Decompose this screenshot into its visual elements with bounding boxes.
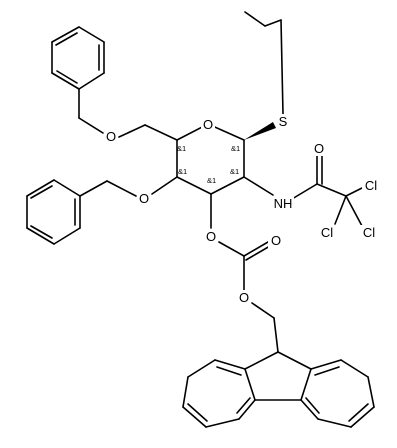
- fluorene-left-ring: [182, 359, 256, 428]
- chlorine-top-label: Cl: [365, 178, 377, 193]
- top-phenyl-ring: [51, 26, 105, 90]
- carbonate-bonds: [210, 193, 279, 353]
- ethyl-bonds: [244, 11, 284, 115]
- stereo-labels: &1 &1 &1 &1 &1: [177, 144, 240, 185]
- atom-labels: O S O O O O O NH O Cl Cl Cl: [104, 114, 380, 305]
- benzyl-ether-oxygen-top-label: O: [106, 129, 116, 144]
- benzyl-ether-oxygen-left-label: O: [139, 191, 149, 206]
- carbonate-carbonyl-oxygen-label: O: [271, 233, 281, 248]
- stereo-c1-label: &1: [231, 144, 240, 153]
- ring-oxygen-label: O: [203, 117, 213, 132]
- fluorene-right-ring: [300, 359, 375, 428]
- stereo-c4-label: &1: [178, 167, 187, 176]
- carbonate-ester-oxygen-label: O: [239, 290, 249, 305]
- amide-bonds: [243, 155, 363, 227]
- chlorine-left-label: Cl: [321, 225, 333, 240]
- c6-benzyl-bonds: [78, 88, 178, 141]
- fluorene-five-ring: [244, 351, 312, 401]
- left-phenyl-ring: [26, 179, 81, 245]
- c1-s-wedge: [244, 122, 276, 140]
- amide-carbonyl-oxygen-label: O: [314, 141, 324, 156]
- c4-benzyl-bonds: [79, 176, 178, 197]
- amide-nh-label: NH: [274, 196, 293, 211]
- chlorine-right-label: Cl: [363, 225, 375, 240]
- sulfur-label: S: [279, 114, 288, 129]
- stereo-c3-label: &1: [207, 176, 216, 185]
- stereo-c2-label: &1: [230, 167, 239, 176]
- stereo-c5-label: &1: [177, 144, 186, 153]
- carbonate-link-oxygen-label: O: [206, 229, 216, 244]
